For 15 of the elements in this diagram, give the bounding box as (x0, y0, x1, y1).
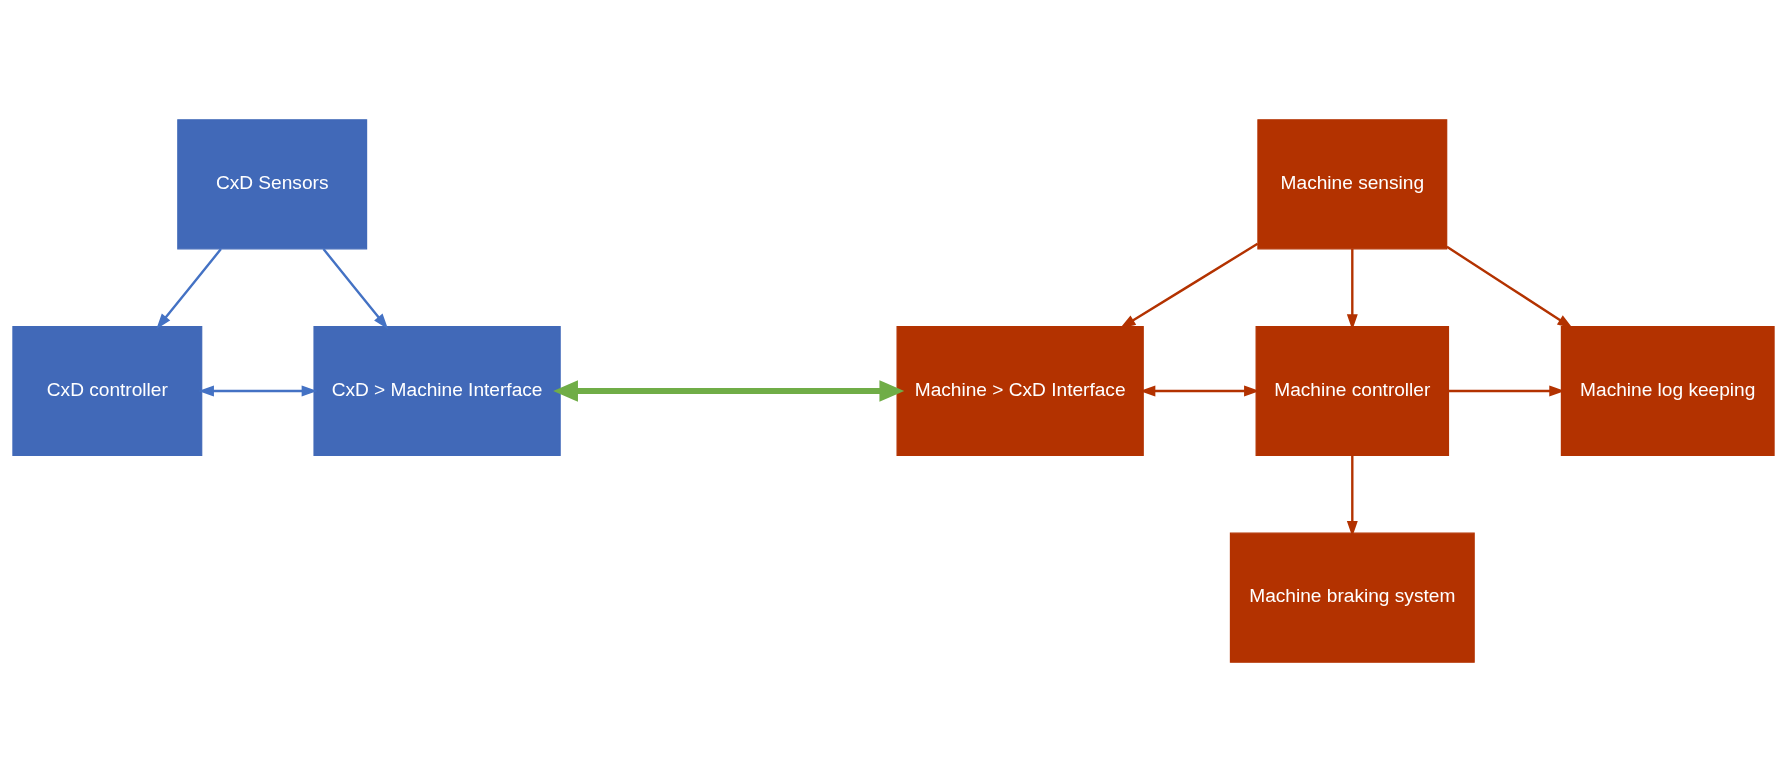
node-box: CxD Sensors (177, 118, 368, 249)
arrow (322, 247, 389, 329)
node-box: CxD > Machine Interface (313, 325, 561, 456)
node-box: Machine sensing (1257, 118, 1448, 249)
arrow (553, 379, 905, 402)
arrow (1120, 242, 1259, 328)
node-box: Machine braking system (1229, 532, 1475, 663)
node-box: CxD controller (12, 325, 203, 456)
arrow (198, 385, 318, 396)
node-box: Machine controller (1255, 325, 1450, 456)
node-box: Machine log keeping (1560, 325, 1775, 456)
node-box: Machine > CxD Interface (896, 325, 1144, 456)
arrow (1446, 245, 1573, 328)
arrow (1346, 455, 1358, 537)
arrow (156, 247, 222, 329)
